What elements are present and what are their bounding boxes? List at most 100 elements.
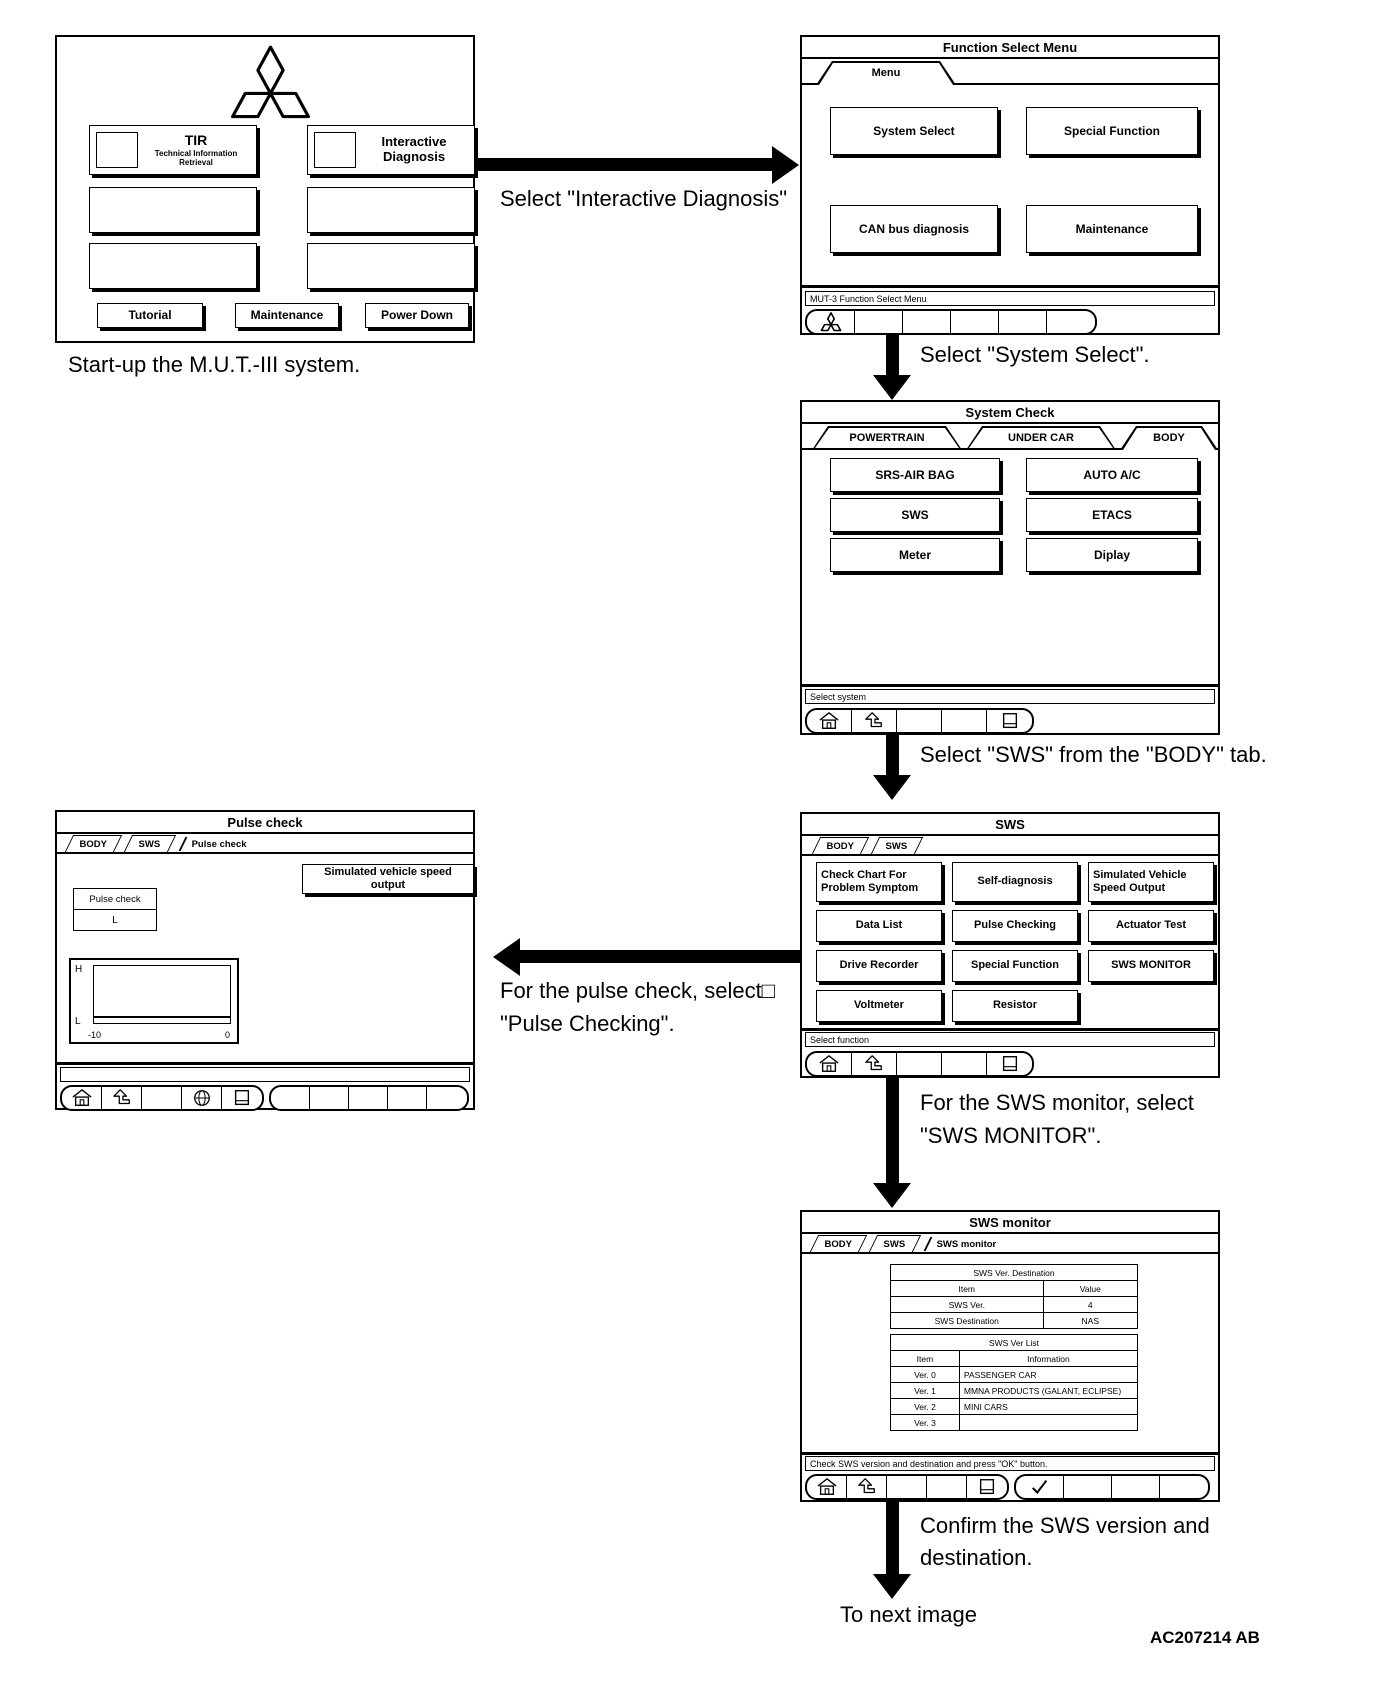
- up-arrow-icon: [865, 1055, 882, 1071]
- up-toolbar-button[interactable]: [852, 710, 897, 732]
- drive-recorder-button[interactable]: Drive Recorder: [816, 950, 942, 982]
- toolbar-button-blank[interactable]: [1064, 1476, 1112, 1498]
- mitsubishi-logo-icon: [820, 311, 841, 331]
- voltmeter-button[interactable]: Voltmeter: [816, 990, 942, 1022]
- toolbar-button-blank[interactable]: [897, 1053, 942, 1075]
- maintenance-menu-button[interactable]: Maintenance: [1026, 205, 1198, 253]
- globe-toolbar-button[interactable]: [182, 1087, 222, 1109]
- tab-sws[interactable]: SWS: [869, 1235, 922, 1252]
- tab-under-car[interactable]: UNDER CAR: [966, 426, 1116, 450]
- document-id: AC207214 AB: [1150, 1628, 1260, 1647]
- toolbar-button-blank[interactable]: [951, 311, 999, 333]
- monitor-toolbar-button[interactable]: [987, 710, 1032, 732]
- caption-sws-monitor-line2: "SWS MONITOR".: [920, 1123, 1102, 1148]
- check-chart-button[interactable]: Check Chart For Problem Symptom: [816, 862, 942, 902]
- simulated-vehicle-speed-output-button[interactable]: Simulated vehicle speed output: [302, 864, 474, 894]
- actuator-test-button[interactable]: Actuator Test: [1088, 910, 1214, 942]
- interactive-diagnosis-label: Interactive Diagnosis: [381, 134, 447, 164]
- arrow-left-head: [493, 938, 520, 976]
- tab-sws[interactable]: SWS: [124, 835, 177, 852]
- interactive-diagnosis-button[interactable]: Interactive Diagnosis: [307, 125, 475, 175]
- table-row: Ver. 0 PASSENGER CAR: [891, 1367, 1137, 1383]
- auto-ac-button[interactable]: AUTO A/C: [1026, 458, 1198, 492]
- tab-body[interactable]: BODY: [64, 835, 123, 852]
- sws-screen: SWS BODY SWS Check Chart For Problem Sym…: [800, 812, 1220, 1078]
- system-select-button[interactable]: System Select: [830, 107, 998, 155]
- tab-powertrain[interactable]: POWERTRAIN: [812, 426, 962, 450]
- display-button[interactable]: Diplay: [1026, 538, 1198, 572]
- toolbar-button-blank[interactable]: [142, 1087, 182, 1109]
- caption-select-system: Select "System Select".: [920, 342, 1150, 367]
- home-toolbar-button[interactable]: [807, 710, 852, 732]
- toolbar-button-blank[interactable]: [271, 1087, 310, 1109]
- blank-button[interactable]: [89, 243, 257, 289]
- system-check-screen: System Check POWERTRAIN UNDER CAR BODY S…: [800, 400, 1220, 735]
- tab-menu[interactable]: Menu: [816, 61, 956, 85]
- tab-current-sws-monitor: SWS monitor: [927, 1236, 997, 1252]
- toolbar-button-blank[interactable]: [427, 1087, 467, 1109]
- special-function-button[interactable]: Special Function: [1026, 107, 1198, 155]
- etacs-button[interactable]: ETACS: [1026, 498, 1198, 532]
- tab-label: Menu: [871, 67, 901, 79]
- data-list-button[interactable]: Data List: [816, 910, 942, 942]
- status-bar: MUT-3 Function Select Menu: [805, 291, 1215, 306]
- tir-button[interactable]: TIR Technical Information Retrieval: [89, 125, 257, 175]
- toolbar-button-blank[interactable]: [942, 1053, 987, 1075]
- monitor-toolbar-button[interactable]: [987, 1053, 1032, 1075]
- toolbar-button-blank[interactable]: [927, 1476, 967, 1498]
- pulse-checking-button[interactable]: Pulse Checking: [952, 910, 1078, 942]
- home-toolbar-button[interactable]: [807, 1476, 847, 1498]
- window-title: Function Select Menu: [802, 37, 1218, 59]
- monitor-toolbar-button[interactable]: [967, 1476, 1007, 1498]
- tab-body[interactable]: BODY: [811, 837, 870, 854]
- toolbar-secondary: [1014, 1474, 1210, 1500]
- tab-body[interactable]: BODY: [1120, 426, 1218, 450]
- srs-air-bag-button[interactable]: SRS-AIR BAG: [830, 458, 1000, 492]
- caption-sws-monitor-line1: For the SWS monitor, select: [920, 1090, 1194, 1115]
- home-toolbar-button[interactable]: [807, 1053, 852, 1075]
- status-bar: [60, 1067, 470, 1082]
- blank-button[interactable]: [307, 243, 475, 289]
- home-toolbar-button[interactable]: [62, 1087, 102, 1109]
- toolbar-button-blank[interactable]: [1047, 311, 1095, 333]
- meter-button[interactable]: Meter: [830, 538, 1000, 572]
- table-row: SWS Destination NAS: [891, 1313, 1137, 1328]
- power-down-button[interactable]: Power Down: [365, 303, 469, 328]
- table-row: Ver. 2 MINI CARS: [891, 1399, 1137, 1415]
- maintenance-button[interactable]: Maintenance: [235, 303, 339, 328]
- caption-startup: Start-up the M.U.T.-III system.: [68, 352, 361, 377]
- special-function-button[interactable]: Special Function: [952, 950, 1078, 982]
- toolbar-button-blank[interactable]: [887, 1476, 927, 1498]
- toolbar-button-blank[interactable]: [942, 710, 987, 732]
- resistor-button[interactable]: Resistor: [952, 990, 1078, 1022]
- home-menu-toolbar-button[interactable]: [807, 311, 855, 333]
- blank-button[interactable]: [89, 187, 257, 233]
- blank-button[interactable]: [307, 187, 475, 233]
- toolbar: [60, 1085, 264, 1111]
- tir-title: TIR: [184, 132, 208, 149]
- up-toolbar-button[interactable]: [102, 1087, 142, 1109]
- tab-sws[interactable]: SWS: [871, 837, 924, 854]
- sws-monitor-button[interactable]: SWS MONITOR: [1088, 950, 1214, 982]
- table-header-row: Item Information: [891, 1351, 1137, 1367]
- self-diagnosis-button[interactable]: Self-diagnosis: [952, 862, 1078, 902]
- toolbar-button-blank[interactable]: [999, 311, 1047, 333]
- sws-button[interactable]: SWS: [830, 498, 1000, 532]
- toolbar-button-blank[interactable]: [855, 311, 903, 333]
- toolbar-button-blank[interactable]: [1112, 1476, 1160, 1498]
- monitor-toolbar-button[interactable]: [222, 1087, 262, 1109]
- toolbar-button-blank[interactable]: [903, 311, 951, 333]
- toolbar-button-blank[interactable]: [310, 1087, 349, 1109]
- toolbar-button-blank[interactable]: [897, 710, 942, 732]
- up-toolbar-button[interactable]: [847, 1476, 887, 1498]
- toolbar-button-blank[interactable]: [1160, 1476, 1208, 1498]
- tutorial-button[interactable]: Tutorial: [97, 303, 203, 328]
- toolbar-button-blank[interactable]: [349, 1087, 388, 1109]
- tab-body[interactable]: BODY: [809, 1235, 868, 1252]
- can-bus-diagnosis-button[interactable]: CAN bus diagnosis: [830, 205, 998, 253]
- tab-current-pulse-check: Pulse check: [182, 836, 247, 852]
- up-toolbar-button[interactable]: [852, 1053, 897, 1075]
- ok-toolbar-button[interactable]: [1016, 1476, 1064, 1498]
- toolbar-button-blank[interactable]: [388, 1087, 427, 1109]
- simulated-vehicle-speed-output-button[interactable]: Simulated Vehicle Speed Output: [1088, 862, 1214, 902]
